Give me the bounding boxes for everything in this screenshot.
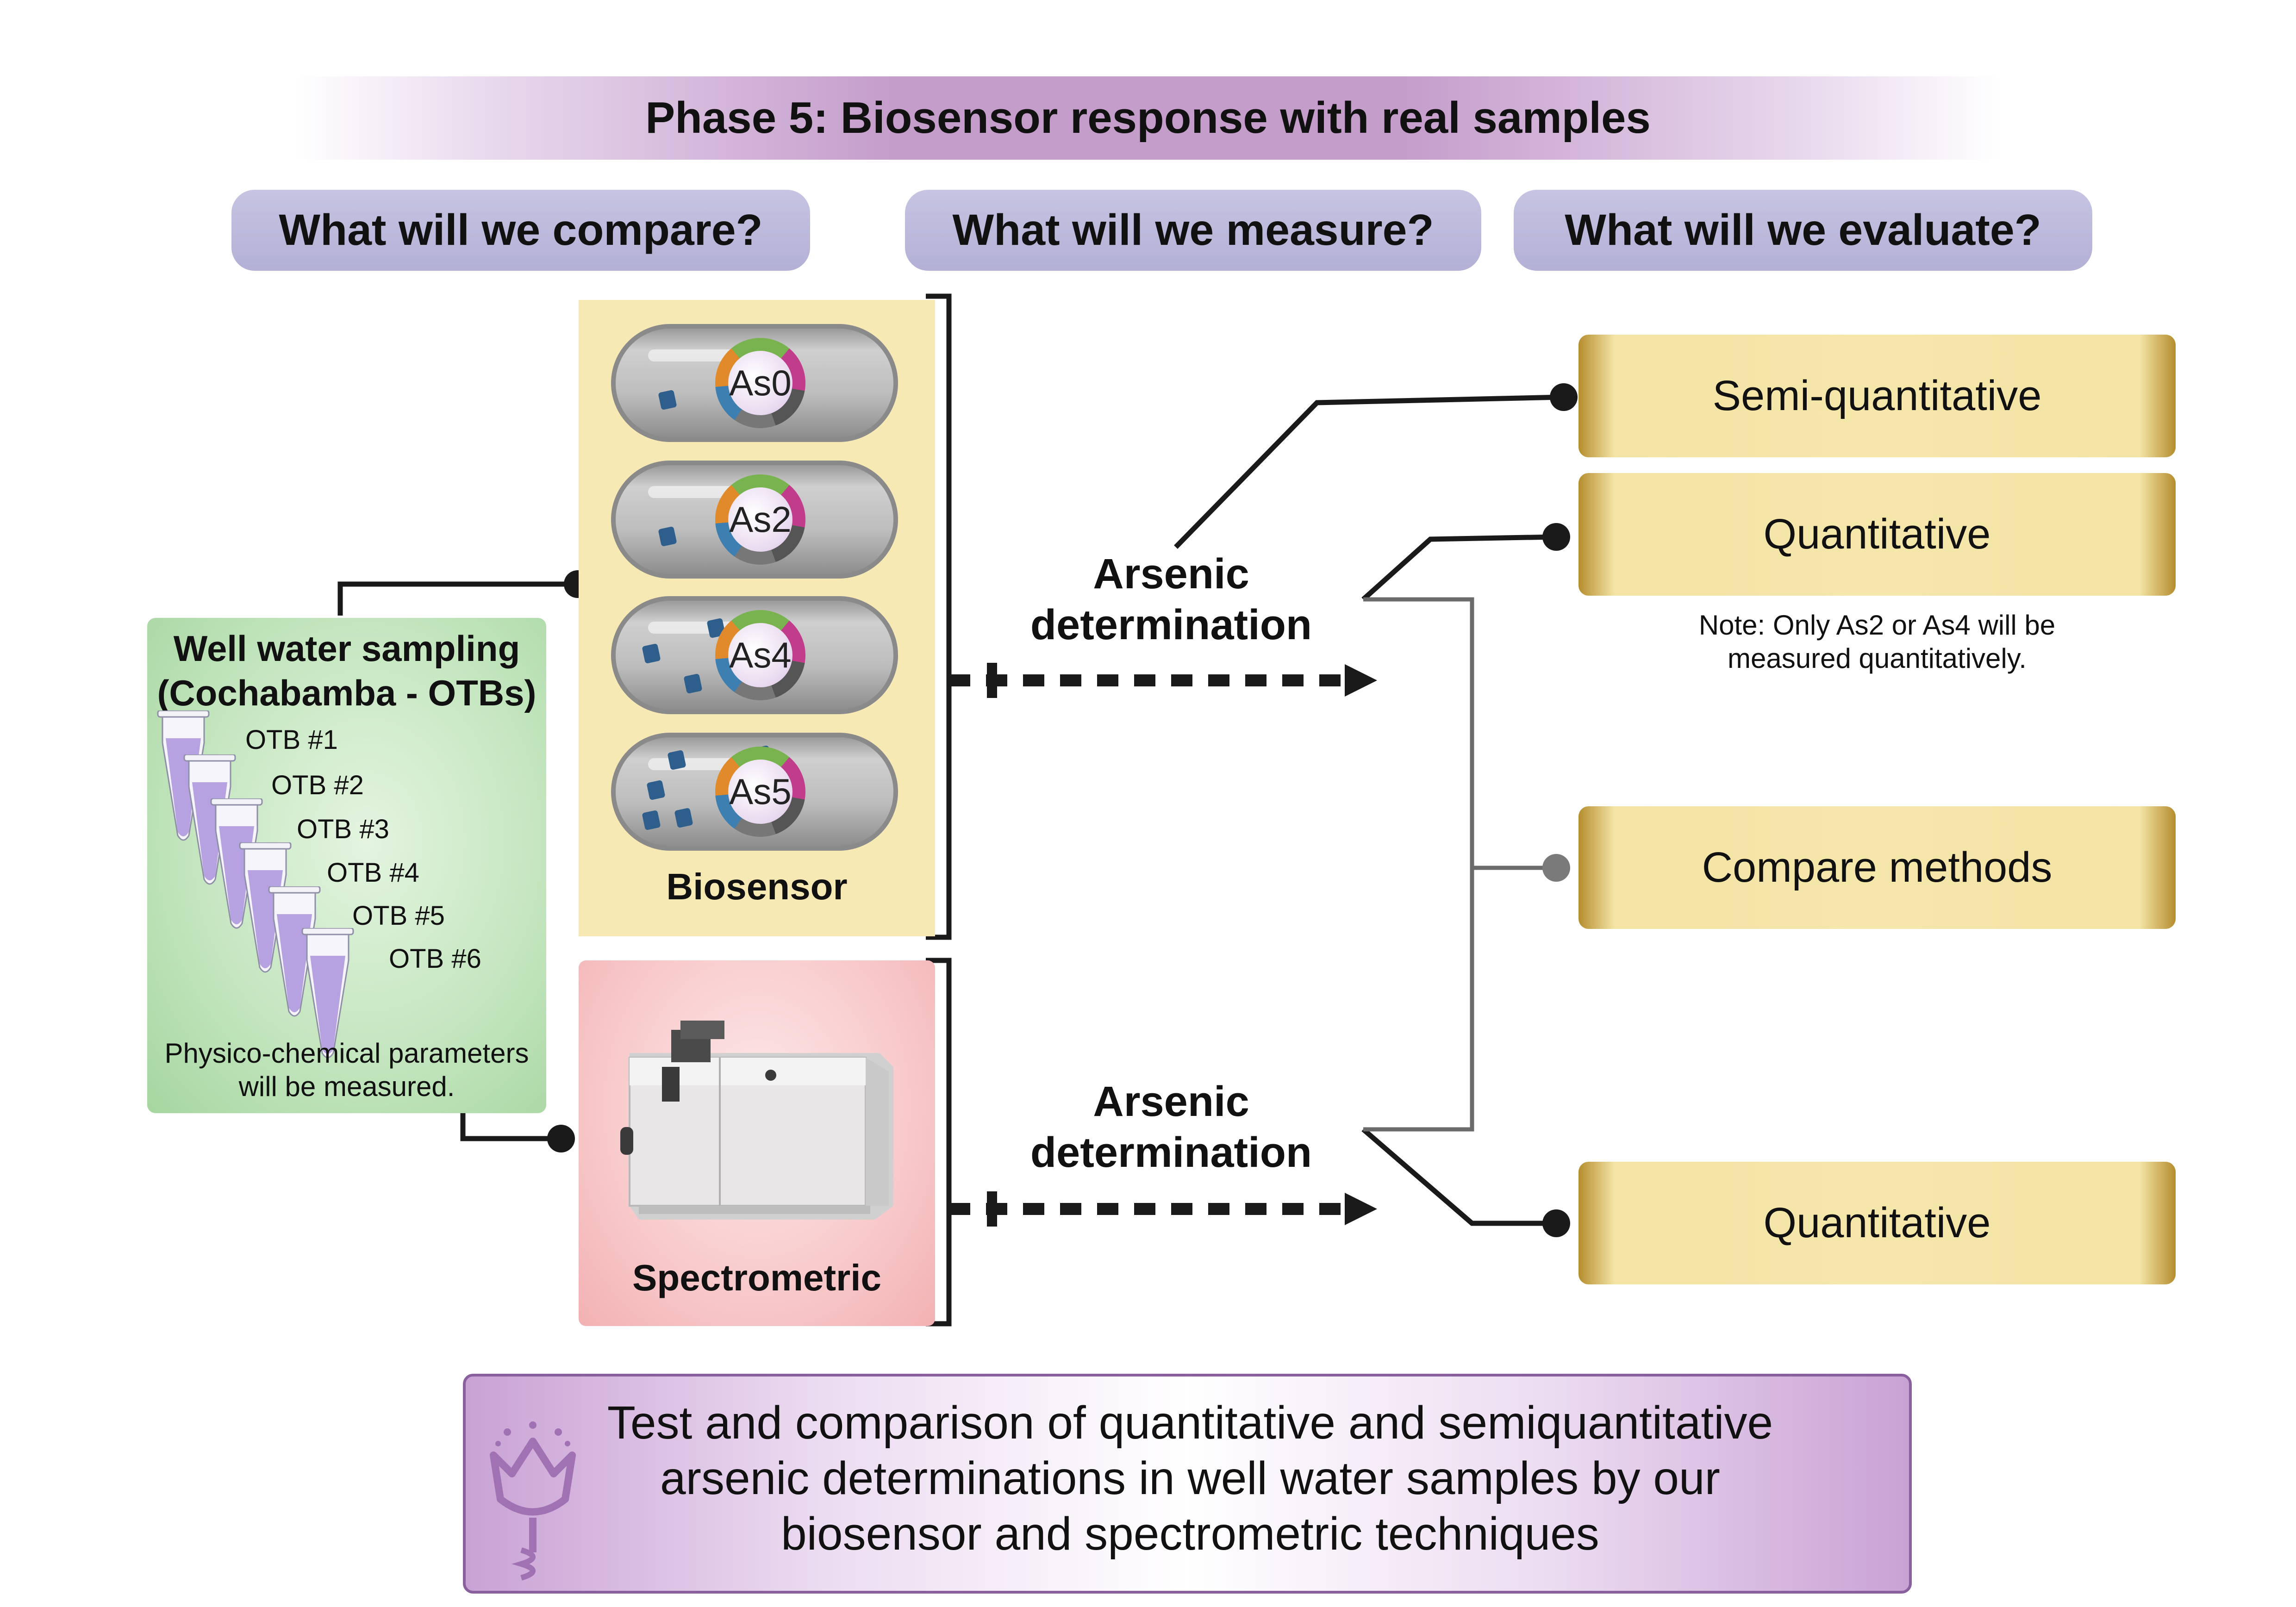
bacterium-icon: As2 <box>611 461 898 579</box>
summary-line3: biosensor and spectrometric techniques <box>781 1508 1599 1560</box>
sampling-note: Physico-chemical parameters will be meas… <box>147 1037 546 1103</box>
compare-methods-line <box>1363 597 1474 1132</box>
question-evaluate-label: What will we evaluate? <box>1565 206 2041 255</box>
connector-dot <box>547 1125 575 1152</box>
outcome-semi-quantitative: Semi-quantitative <box>1578 335 2176 457</box>
plasmid-icon: As2 <box>715 474 805 565</box>
bacterium-icon: As0 <box>611 324 898 442</box>
sampling-note-line1: Physico-chemical parameters <box>164 1038 529 1069</box>
strain-label: As4 <box>728 623 792 687</box>
bacterium-icon: As4 <box>611 596 898 714</box>
plasmid-icon: As4 <box>715 610 805 700</box>
question-compare: What will we compare? <box>231 190 810 271</box>
determination-line1: Arsenic <box>1093 550 1249 598</box>
arrow-icon <box>949 1191 1377 1227</box>
sampling-title-line1: Well water sampling <box>173 628 520 669</box>
otb-label: OTB #6 <box>389 944 481 974</box>
tube-icon <box>301 928 354 1059</box>
question-compare-label: What will we compare? <box>279 206 763 255</box>
title-banner: Phase 5: Biosensor response with real sa… <box>296 76 2000 160</box>
spectrometer-icon <box>620 1021 893 1220</box>
otb-label: OTB #3 <box>297 814 389 844</box>
outcome-quantitative-biosensor: Quantitative <box>1578 473 2176 596</box>
sampling-note-line2: will be measured. <box>238 1071 455 1102</box>
outcome-compare-methods: Compare methods <box>1578 806 2176 929</box>
spectro-bracket <box>926 958 952 1327</box>
sampling-box: Well water sampling (Cochabamba - OTBs) … <box>147 618 546 1113</box>
connector-dot <box>1550 383 1578 411</box>
plasmid-icon: As5 <box>715 747 805 837</box>
otb-label: OTB #5 <box>352 901 445 931</box>
determination-label-biosensor: Arsenic determination <box>1009 548 1333 650</box>
sampling-to-biosensor-line <box>337 581 576 616</box>
arrow-icon <box>949 663 1377 698</box>
outcome-compare-label: Compare methods <box>1702 844 2053 891</box>
connector-dot <box>1542 523 1570 551</box>
determination-line2: determination <box>1030 1129 1312 1176</box>
determination-line1: Arsenic <box>1093 1078 1249 1125</box>
outcome-quant2-label: Quantitative <box>1763 1199 1991 1246</box>
otb-label: OTB #1 <box>245 725 338 755</box>
question-evaluate: What will we evaluate? <box>1514 190 2092 271</box>
spectrometric-box: Spectrometric <box>579 960 935 1326</box>
summary-text: Test and comparison of quantitative and … <box>535 1395 1845 1562</box>
determination-label-spectro: Arsenic determination <box>1009 1076 1333 1178</box>
strain-label: As0 <box>728 351 792 415</box>
outcome-quantitative-spectro: Quantitative <box>1578 1162 2176 1284</box>
plasmid-icon: As0 <box>715 338 805 428</box>
to-quantitative-line <box>1361 1127 1555 1226</box>
summary-line2: arsenic determinations in well water sam… <box>660 1452 1720 1504</box>
strain-label: As5 <box>728 760 792 824</box>
quantitative-note-line2: measured quantitatively. <box>1728 643 2027 674</box>
page-title: Phase 5: Biosensor response with real sa… <box>645 93 1651 143</box>
outcome-quant1-label: Quantitative <box>1763 511 1991 558</box>
flower-logo-icon <box>490 1421 576 1581</box>
question-measure-label: What will we measure? <box>952 206 1434 255</box>
question-measure: What will we measure? <box>905 190 1481 271</box>
quantitative-note: Note: Only As2 or As4 will be measured q… <box>1578 609 2176 675</box>
otb-label: OTB #4 <box>327 858 419 888</box>
outcome-semi-label: Semi-quantitative <box>1712 372 2042 419</box>
to-semi-quantitative-line <box>1174 394 1563 549</box>
summary-line1: Test and comparison of quantitative and … <box>607 1397 1773 1449</box>
otb-label: OTB #2 <box>271 770 364 800</box>
biosensor-label: Biosensor <box>666 866 848 907</box>
spectrometric-label: Spectrometric <box>632 1257 881 1298</box>
to-quantitative-line <box>1361 534 1556 602</box>
connector-dot <box>1542 1209 1570 1237</box>
quantitative-note-line1: Note: Only As2 or As4 will be <box>1698 610 2056 641</box>
bacterium-icon: As5 <box>611 733 898 851</box>
tube-icon <box>268 886 321 1017</box>
connector-dot <box>1542 854 1570 882</box>
determination-line2: determination <box>1030 601 1312 648</box>
summary-box: Test and comparison of quantitative and … <box>463 1374 1912 1594</box>
sampling-title-line2: (Cochabamba - OTBs) <box>157 673 537 713</box>
biosensor-bracket <box>926 293 952 940</box>
strain-label: As2 <box>728 487 792 552</box>
sampling-title: Well water sampling (Cochabamba - OTBs) <box>147 626 546 715</box>
